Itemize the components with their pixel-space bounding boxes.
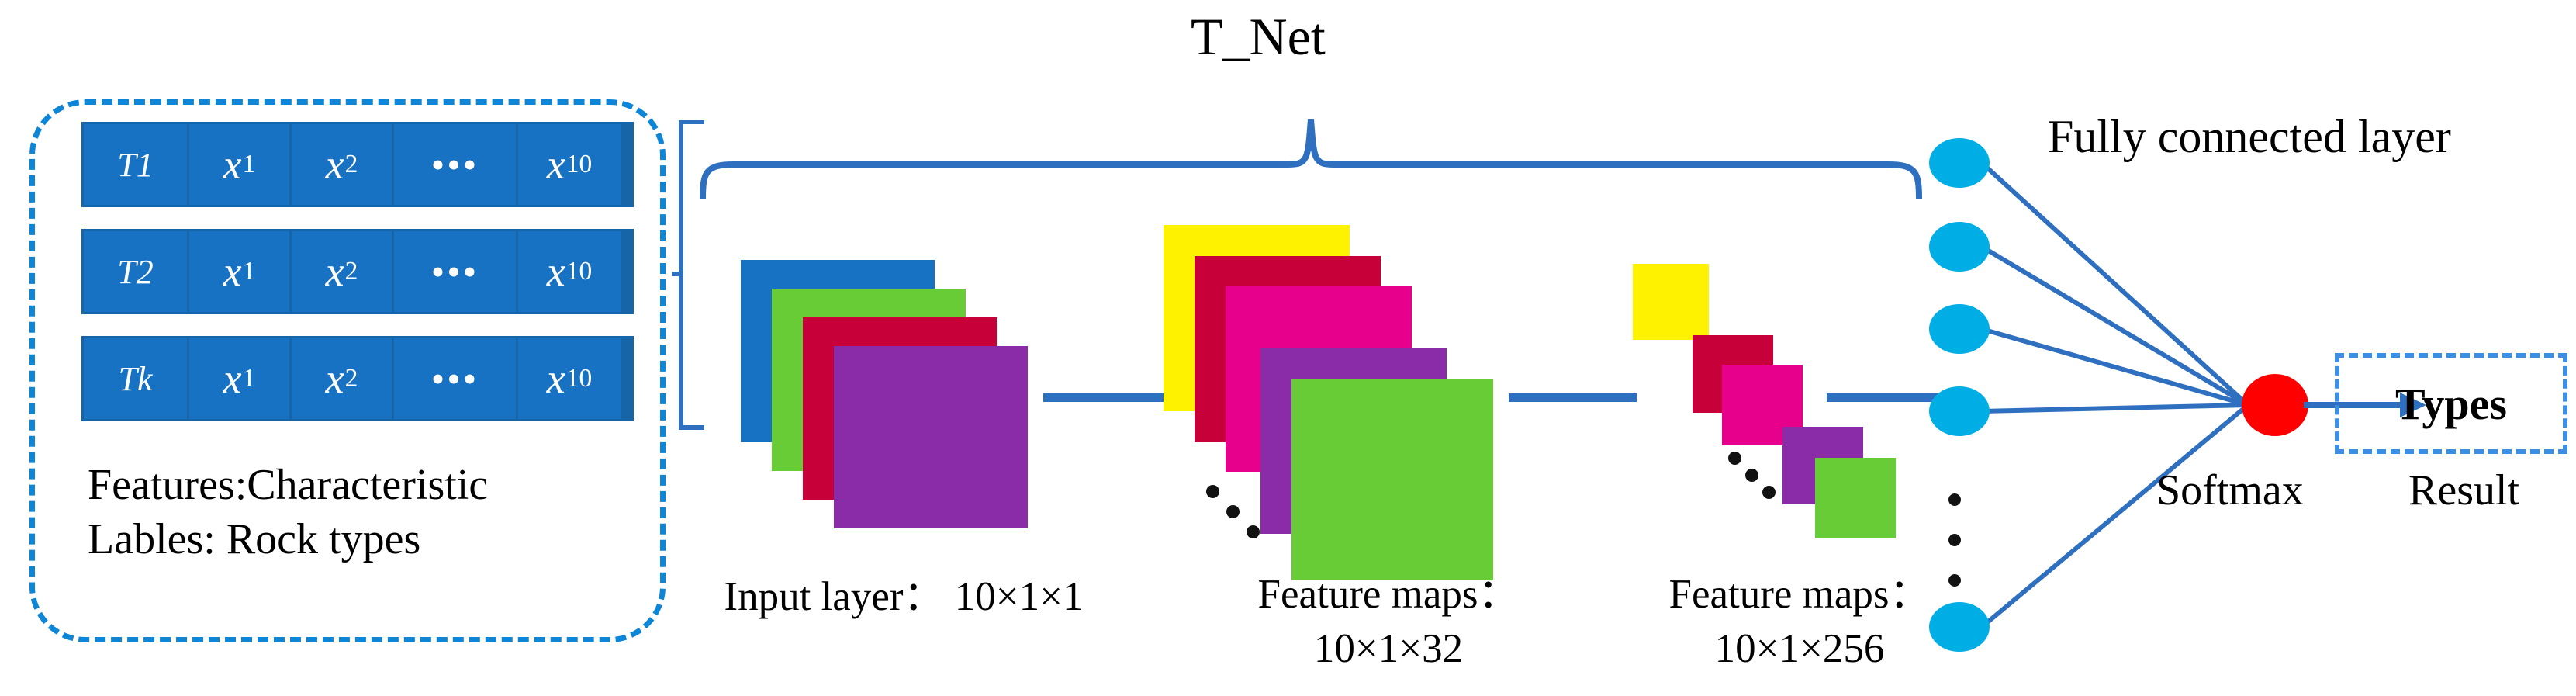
- row-tag-cell: Tk: [84, 338, 189, 419]
- fm256-caption-title: Feature maps：: [1668, 572, 1931, 617]
- fm32-ellipsis: [1206, 485, 1291, 570]
- x-subscript: 10: [565, 364, 593, 393]
- x-subscript: 2: [344, 364, 358, 393]
- fm256-map-1: [1633, 264, 1709, 340]
- fm256-caption-dims: 10×1×256: [1714, 626, 1885, 671]
- fully-connected-label: Fully connected layer: [2048, 111, 2451, 162]
- x-subscript: 2: [344, 150, 358, 178]
- softmax-node: [2242, 374, 2308, 436]
- output-types-label: Types: [2395, 378, 2507, 429]
- x-symbol: x: [223, 248, 242, 295]
- panel-caption-features: Features:Characteristic: [88, 461, 489, 509]
- fc-neuron-5: [1929, 602, 1990, 652]
- result-label: Result: [2408, 466, 2520, 514]
- fm32-caption-dims: 10×1×32: [1313, 626, 1464, 671]
- x-subscript: 1: [242, 364, 256, 393]
- x-subscript: 1: [242, 257, 256, 286]
- flow-arrow-1: [1043, 393, 1171, 402]
- tnet-brace: [700, 119, 1922, 199]
- fm32-map-5: [1291, 379, 1493, 580]
- x-subscript: 10: [565, 257, 593, 286]
- ellipsis-cell: •••: [394, 231, 518, 312]
- x-symbol: x: [223, 355, 242, 402]
- x-symbol: x: [546, 248, 565, 295]
- x-symbol: x: [546, 355, 565, 402]
- fc-neuron-ellipsis: [1948, 493, 1961, 615]
- fm256-ellipsis: [1728, 452, 1798, 521]
- x-subscript: 1: [242, 150, 256, 178]
- input-layer-caption: Input layer： 10×1×1: [724, 574, 1084, 619]
- x-symbol: x: [325, 141, 344, 188]
- softmax-to-output-arrow: [2304, 393, 2426, 417]
- tnet-title: T_Net: [1191, 7, 1326, 66]
- fc-neuron-4: [1929, 386, 1990, 436]
- fm32-caption-title: Feature maps：: [1257, 572, 1520, 617]
- x-symbol: x: [546, 141, 565, 188]
- softmax-label: Softmax: [2156, 466, 2304, 514]
- fc-neuron-3: [1929, 304, 1990, 354]
- fm256-map-5: [1815, 458, 1896, 538]
- row-tag-cell: T2: [84, 231, 189, 312]
- ellipsis-cell: •••: [394, 124, 518, 205]
- row-tag-cell: T1: [84, 124, 189, 205]
- x-symbol: x: [325, 248, 344, 295]
- input-map-4: [834, 346, 1028, 528]
- flow-arrow-3: [1827, 393, 1947, 402]
- x-subscript: 10: [565, 150, 593, 178]
- x-symbol: x: [325, 355, 344, 402]
- x-subscript: 2: [344, 257, 358, 286]
- ellipsis-cell: •••: [394, 338, 518, 419]
- fc-connection-lines: [1980, 161, 2250, 629]
- x-symbol: x: [223, 141, 242, 188]
- fc-neuron-1: [1929, 138, 1990, 188]
- output-types-box: Types: [2335, 353, 2567, 454]
- fc-neuron-2: [1929, 222, 1990, 272]
- flow-arrow-2: [1509, 393, 1637, 402]
- panel-to-network-bracket: [672, 120, 704, 430]
- panel-caption-labels: Lables: Rock types: [88, 515, 421, 563]
